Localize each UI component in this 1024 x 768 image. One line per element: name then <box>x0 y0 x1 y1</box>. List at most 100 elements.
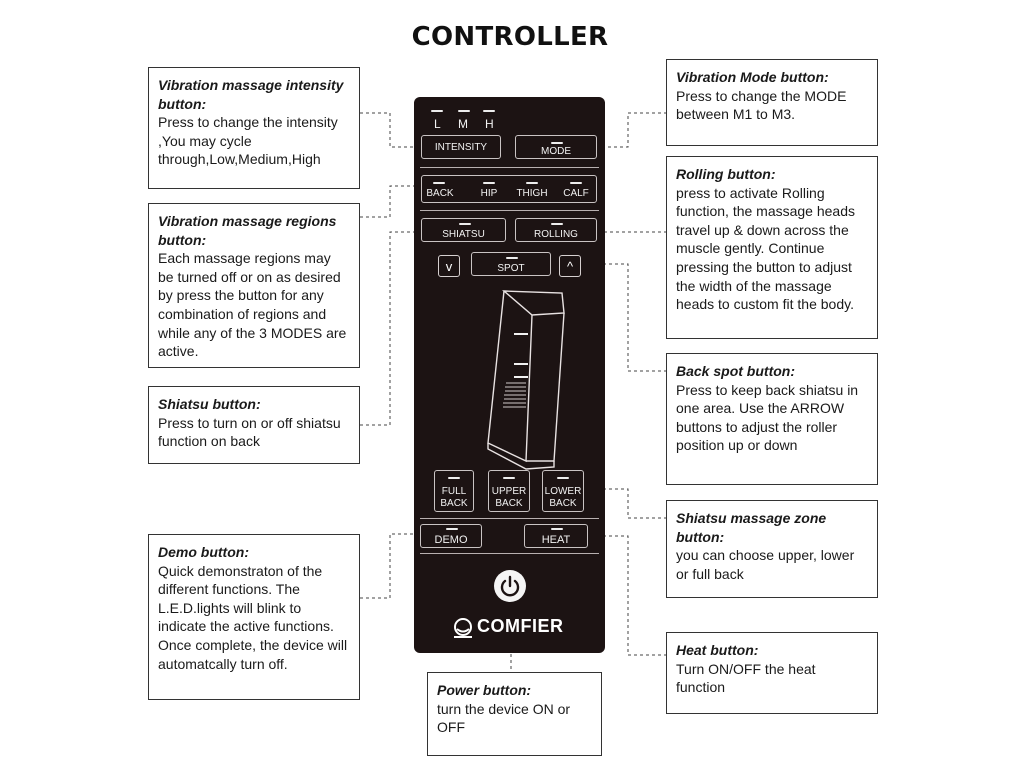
leader-demo <box>360 533 420 599</box>
intensity-level-medium: M <box>458 117 468 131</box>
callout-power-body: turn the device ON or OFF <box>437 700 571 736</box>
callout-rolling: Rolling button: press to activate Rollin… <box>666 156 878 339</box>
leader-zone <box>584 488 667 519</box>
callout-shiatsu-heading: Shiatsu button: <box>158 396 261 412</box>
mode-button[interactable]: MODE <box>515 135 597 159</box>
region-led-back <box>433 182 445 184</box>
divider <box>420 518 599 519</box>
full-back-button[interactable]: FULL BACK <box>434 470 474 512</box>
heat-button[interactable]: HEAT <box>524 524 588 548</box>
callout-mode-body: Press to change the MODE between M1 to M… <box>676 87 847 123</box>
spot-button[interactable]: SPOT <box>471 252 551 276</box>
callout-regions: Vibration massage regions button: Each m… <box>148 203 360 368</box>
back-zone-icon <box>487 290 565 470</box>
callout-mode-heading: Vibration Mode button: <box>676 69 829 85</box>
leader-spot <box>589 263 667 372</box>
upper-back-led <box>503 477 515 479</box>
spot-button-label: SPOT <box>497 263 525 274</box>
shiatsu-button[interactable]: SHIATSU <box>421 218 506 242</box>
region-hip-button[interactable]: HIP <box>480 188 498 199</box>
callout-mode: Vibration Mode button: Press to change t… <box>666 59 878 146</box>
callout-power-heading: Power button: <box>437 682 532 698</box>
callout-rolling-body: press to activate Rolling function, the … <box>676 184 856 313</box>
divider <box>420 210 599 211</box>
lower-back-label-2: BACK <box>549 498 577 509</box>
power-button[interactable] <box>494 570 526 602</box>
region-back-button[interactable]: BACK <box>426 188 454 199</box>
full-back-label-2: BACK <box>440 498 468 509</box>
leader-heat <box>590 535 667 656</box>
callout-heat: Heat button: Turn ON/OFF the heat functi… <box>666 632 878 714</box>
region-led-calf <box>570 182 582 184</box>
divider <box>420 553 599 554</box>
shiatsu-button-label: SHIATSU <box>442 229 485 240</box>
demo-button[interactable]: DEMO <box>420 524 482 548</box>
callout-power: Power button: turn the device ON or OFF <box>427 672 602 756</box>
heat-led <box>551 528 563 530</box>
regions-button-group: BACK HIP THIGH CALF <box>421 175 597 203</box>
brand-name: COMFIER <box>477 616 564 636</box>
arrow-up-button[interactable]: ^ <box>559 255 581 277</box>
led-high <box>483 110 495 112</box>
mode-led <box>551 142 563 144</box>
power-icon <box>500 575 520 597</box>
callout-zone-heading: Shiatsu massage zone button: <box>676 510 827 545</box>
callout-regions-body: Each massage regions may be turned off o… <box>158 250 347 360</box>
led-low <box>431 110 443 112</box>
upper-back-label-2: BACK <box>495 498 523 509</box>
callout-rolling-heading: Rolling button: <box>676 166 776 182</box>
callout-intensity-body: Press to change the intensity ,You may c… <box>158 114 338 168</box>
callout-regions-heading: Vibration massage regions button: <box>158 213 337 248</box>
full-back-led <box>448 477 460 479</box>
callout-spot-heading: Back spot button: <box>676 363 795 379</box>
callout-demo-heading: Demo button: <box>158 544 249 560</box>
divider <box>420 167 599 168</box>
spot-led <box>506 257 518 259</box>
callout-heat-body: Turn ON/OFF the heat function <box>676 660 816 696</box>
leader-shiatsu <box>360 231 420 426</box>
intensity-level-high: H <box>485 117 494 131</box>
callout-shiatsu-body: Press to turn on or off shiatsu function… <box>158 414 341 450</box>
callout-intensity-heading: Vibration massage intensity button: <box>158 77 344 112</box>
callout-heat-heading: Heat button: <box>676 642 759 658</box>
intensity-level-low: L <box>434 117 441 131</box>
brand-mark-icon <box>454 618 472 638</box>
chevron-up-icon: ^ <box>566 259 574 274</box>
brand-logo: COMFIER <box>451 616 581 640</box>
callout-zone: Shiatsu massage zone button: you can cho… <box>666 500 878 598</box>
rolling-button-label: ROLLING <box>534 229 578 240</box>
region-led-hip <box>483 182 495 184</box>
shiatsu-led <box>459 223 471 225</box>
upper-back-button[interactable]: UPPER BACK <box>488 470 530 512</box>
callout-intensity: Vibration massage intensity button: Pres… <box>148 67 360 189</box>
callout-spot-body: Press to keep back shiatsu in one area. … <box>676 381 859 454</box>
remote-controller: L M H INTENSITY MODE BACK HIP THIGH CALF… <box>414 97 605 653</box>
leader-regions <box>360 185 420 218</box>
region-led-thigh <box>526 182 538 184</box>
chevron-down-icon: v <box>445 259 453 274</box>
region-calf-button[interactable]: CALF <box>563 188 589 199</box>
callout-demo: Demo button: Quick demonstraton of the d… <box>148 534 360 700</box>
arrow-down-button[interactable]: v <box>438 255 460 277</box>
callout-spot: Back spot button: Press to keep back shi… <box>666 353 878 485</box>
leader-mode <box>598 112 667 148</box>
region-thigh-button[interactable]: THIGH <box>516 188 548 199</box>
rolling-button[interactable]: ROLLING <box>515 218 597 242</box>
callout-shiatsu: Shiatsu button: Press to turn on or off … <box>148 386 360 464</box>
full-back-label-1: FULL <box>441 486 467 497</box>
led-medium <box>458 110 470 112</box>
lower-back-button[interactable]: LOWER BACK <box>542 470 584 512</box>
intensity-button-label: INTENSITY <box>434 142 488 153</box>
lower-back-led <box>557 477 569 479</box>
heat-button-label: HEAT <box>541 534 571 546</box>
upper-back-label-1: UPPER <box>491 486 527 497</box>
mode-button-label: MODE <box>541 146 571 157</box>
leader-intensity <box>360 112 420 148</box>
demo-led <box>446 528 458 530</box>
callout-demo-body: Quick demonstraton of the different func… <box>158 562 348 672</box>
rolling-led <box>551 223 563 225</box>
intensity-button[interactable]: INTENSITY <box>421 135 501 159</box>
demo-button-label: DEMO <box>434 534 468 546</box>
page-title: CONTROLLER <box>411 22 609 52</box>
